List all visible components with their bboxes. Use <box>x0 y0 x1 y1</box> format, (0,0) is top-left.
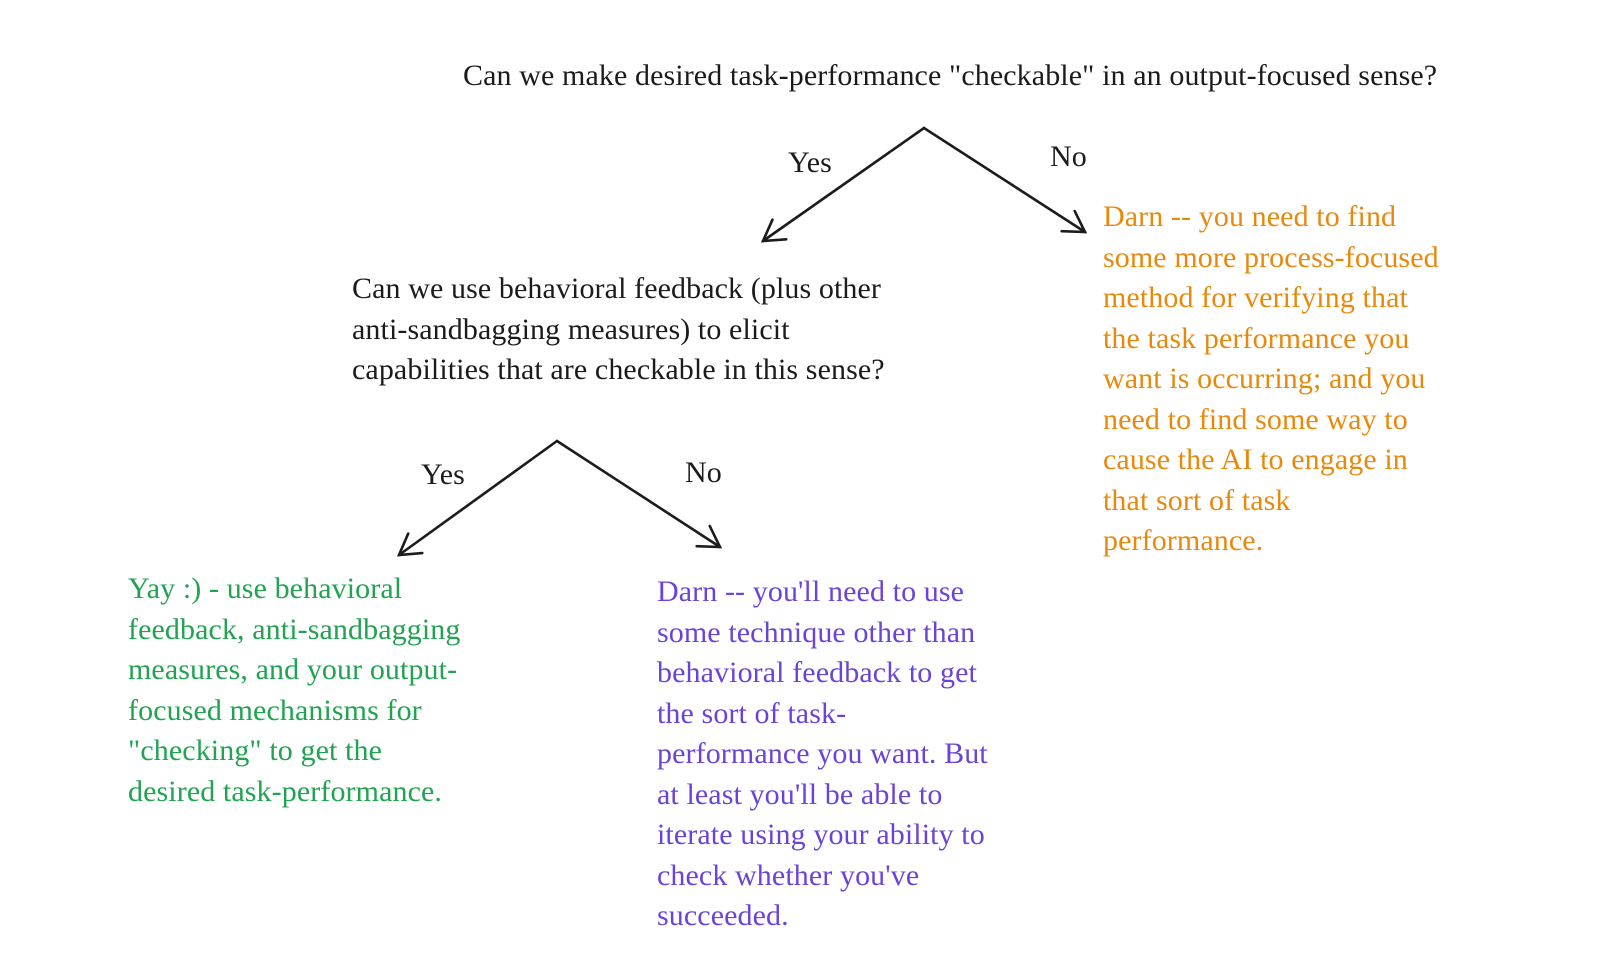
behavioral-feedback-question: Can we use behavioral feedback (plus oth… <box>352 272 885 386</box>
level2-yes-label: Yes <box>421 458 465 491</box>
level1-no-label: No <box>1050 140 1087 173</box>
yay-outcome-text: Yay :) - use behavioral feedback, anti-s… <box>128 572 461 808</box>
process-focused-outcome-text: Darn -- you need to find some more proce… <box>1103 200 1439 557</box>
level1-yes-label: Yes <box>788 146 832 179</box>
other-technique-outcome-text: Darn -- you'll need to use some techniqu… <box>657 575 988 932</box>
root-question: Can we make desired task-performance "ch… <box>463 59 1438 92</box>
level2-no-label: No <box>685 456 722 489</box>
